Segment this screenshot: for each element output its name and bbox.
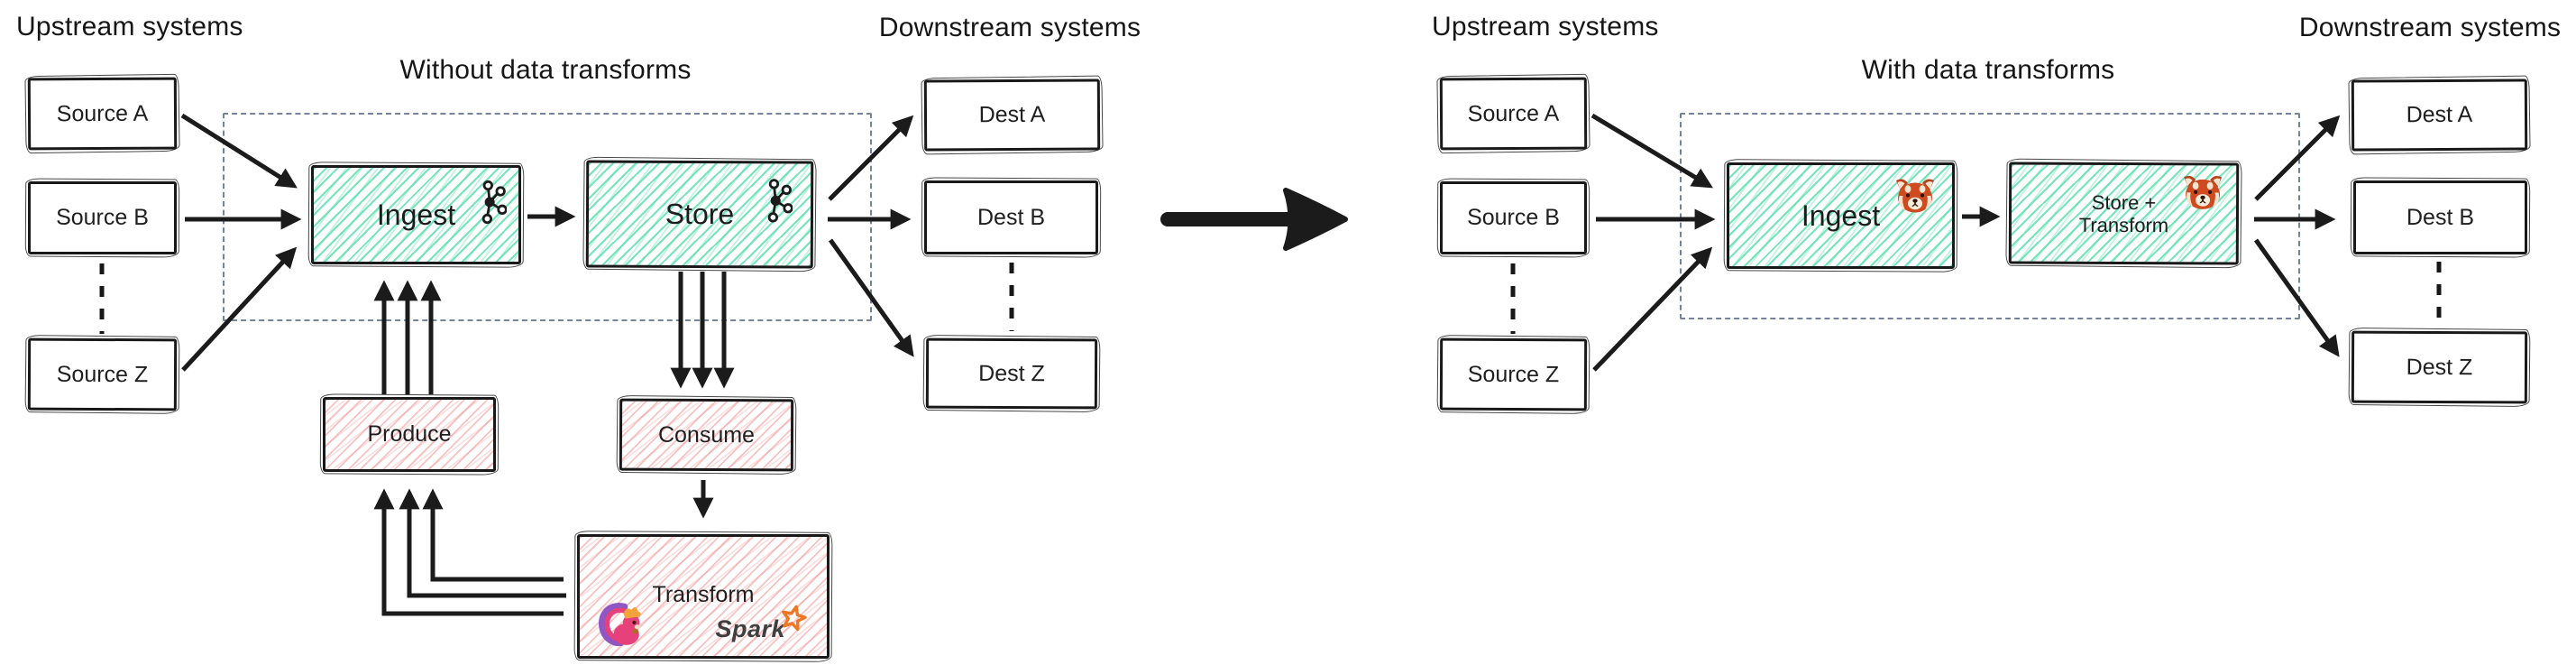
- kafka-icon: [481, 180, 507, 225]
- red-panda-icon: [1896, 179, 1934, 213]
- store-label-left: Store: [665, 197, 735, 231]
- left-title: Without data transforms: [399, 55, 692, 85]
- arrow-transform-to-produce-2: [399, 488, 566, 598]
- spark-wordmark: Spark: [715, 615, 785, 642]
- big-right-arrow: [1160, 188, 1348, 251]
- spark-star-icon: [782, 605, 807, 632]
- source-z-label-left: Source Z: [56, 361, 149, 387]
- source-a-label-right: Source A: [1467, 100, 1560, 126]
- dest-a-label-right: Dest A: [2406, 101, 2473, 128]
- source-z-label-right: Source Z: [1467, 361, 1560, 387]
- source-b-label-right: Source B: [1467, 205, 1560, 230]
- left-upstream-label: Upstream systems: [16, 12, 243, 42]
- store-transform-label: Store + Transform: [2079, 190, 2169, 236]
- ingest-label-right: Ingest: [1801, 199, 1881, 232]
- source-b-label-left: Source B: [56, 205, 149, 230]
- store-transform-box: Store + Transform: [2008, 162, 2240, 265]
- produce-label: Produce: [367, 421, 452, 447]
- right-title: With data transforms: [1861, 55, 2115, 85]
- transform-label: Transform: [652, 582, 755, 607]
- kafka-icon: [767, 179, 793, 223]
- source-z-box-right: Source Z: [1439, 337, 1588, 411]
- left-downstream-label: Downstream systems: [878, 13, 1141, 42]
- ingest-box-left: Ingest: [311, 165, 521, 264]
- source-b-box-right: Source B: [1440, 181, 1587, 254]
- store-box-left: Store: [585, 160, 814, 269]
- dest-b-label-right: Dest B: [2406, 204, 2475, 230]
- produce-box: Produce: [323, 397, 496, 472]
- dest-z-label-right: Dest Z: [2406, 354, 2473, 380]
- store-transform-line1: Store +: [2091, 190, 2157, 214]
- dest-a-box-right: Dest A: [2351, 79, 2528, 152]
- dest-z-label-left: Dest Z: [978, 360, 1045, 386]
- arrow-transform-to-produce-3: [373, 488, 564, 616]
- dest-z-box-left: Dest Z: [925, 337, 1098, 410]
- right-downstream-label: Downstream systems: [2298, 13, 2562, 42]
- source-a-box-left: Source A: [27, 77, 178, 151]
- big-right-arrow-head: [1283, 188, 1348, 251]
- right-pipeline-boundary: [1680, 113, 2300, 319]
- source-a-label-left: Source A: [56, 100, 149, 126]
- store-transform-line2: Transform: [2078, 213, 2169, 236]
- dest-b-box-right: Dest B: [2353, 180, 2527, 254]
- dest-b-box-left: Dest B: [924, 180, 1098, 254]
- ingest-label-left: Ingest: [376, 198, 456, 231]
- arrow-transform-to-produce-1: [422, 488, 564, 582]
- spark-logo: Spark: [715, 605, 807, 643]
- right-upstream-label: Upstream systems: [1432, 12, 1659, 42]
- red-panda-icon: [2184, 175, 2223, 209]
- dest-a-box-left: Dest A: [923, 79, 1101, 152]
- source-b-box-left: Source B: [28, 181, 177, 254]
- consume-box: Consume: [619, 398, 794, 472]
- consume-label: Consume: [657, 421, 756, 448]
- ingest-box-right: Ingest: [1727, 162, 1955, 269]
- source-a-box-right: Source A: [1439, 77, 1588, 151]
- dest-b-label-left: Dest B: [976, 204, 1046, 230]
- transform-box: Transform Spark: [577, 534, 830, 659]
- dest-z-box-right: Dest Z: [2351, 330, 2528, 404]
- source-z-box-left: Source Z: [27, 337, 178, 411]
- dest-a-label-left: Dest A: [978, 101, 1046, 128]
